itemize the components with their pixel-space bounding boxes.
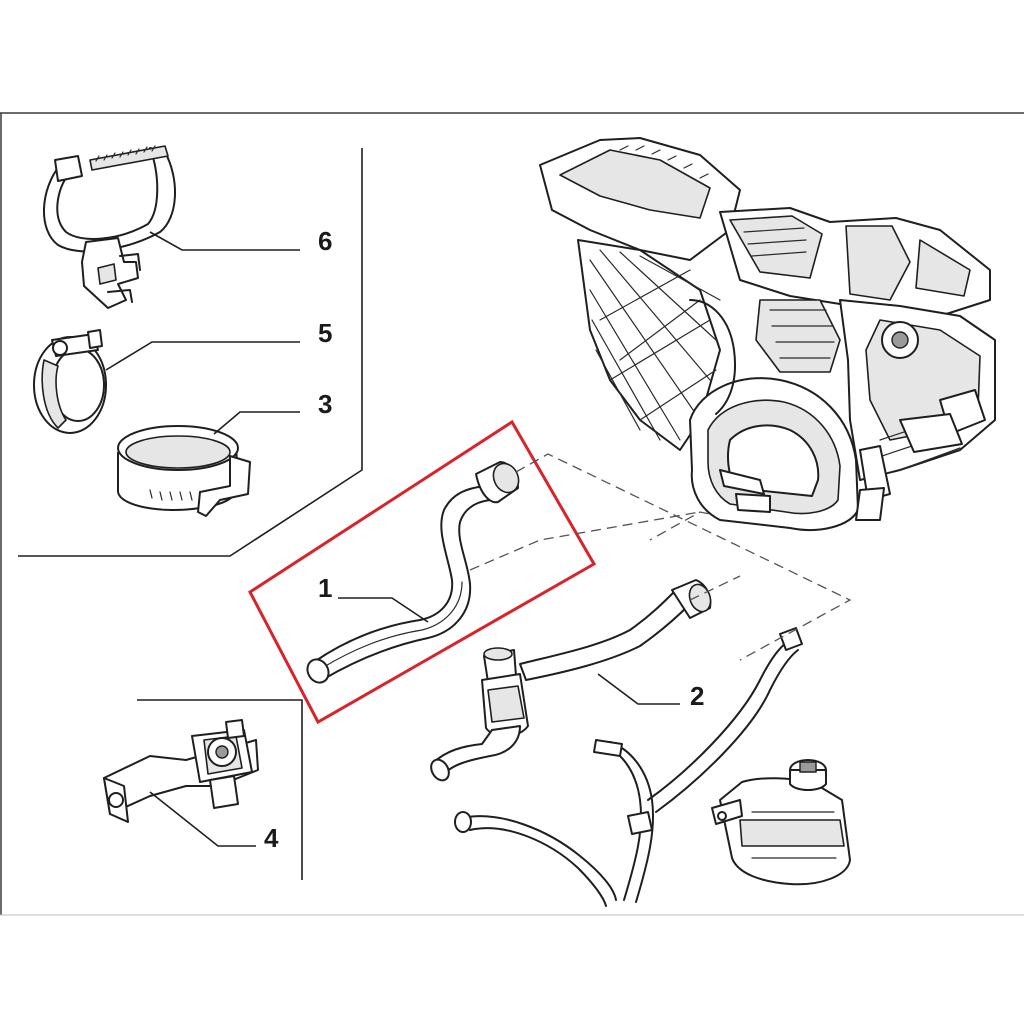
expansion-tank — [711, 759, 851, 886]
callout-2: 2 — [690, 681, 704, 711]
highlight-box — [248, 419, 597, 725]
callout-1: 1 — [318, 573, 332, 603]
leader-5 — [105, 341, 300, 371]
leader-6 — [149, 231, 300, 251]
inset-panel-border — [18, 148, 363, 557]
lower-hoses — [454, 627, 803, 907]
assembly-dashed-lines — [469, 453, 852, 661]
part-3-band-clamp — [117, 425, 251, 517]
leader-3 — [213, 411, 300, 435]
leader-1 — [338, 597, 429, 623]
callout-4: 4 — [264, 823, 279, 853]
leader-2 — [597, 673, 680, 705]
callout-6: 6 — [318, 226, 332, 256]
part-6-clamp-bracket — [43, 145, 176, 309]
callout-3: 3 — [318, 389, 332, 419]
part-1-hose — [306, 461, 520, 684]
hvac-heater-unit — [539, 137, 996, 531]
leader-4 — [149, 791, 256, 847]
frame — [0, 112, 1024, 916]
part-2-hose-assembly — [430, 579, 712, 782]
part-4-bracket — [103, 719, 259, 823]
part-5-small-clamp — [33, 329, 107, 434]
callout-5: 5 — [318, 318, 332, 348]
inset-panel-4-border — [137, 699, 303, 880]
